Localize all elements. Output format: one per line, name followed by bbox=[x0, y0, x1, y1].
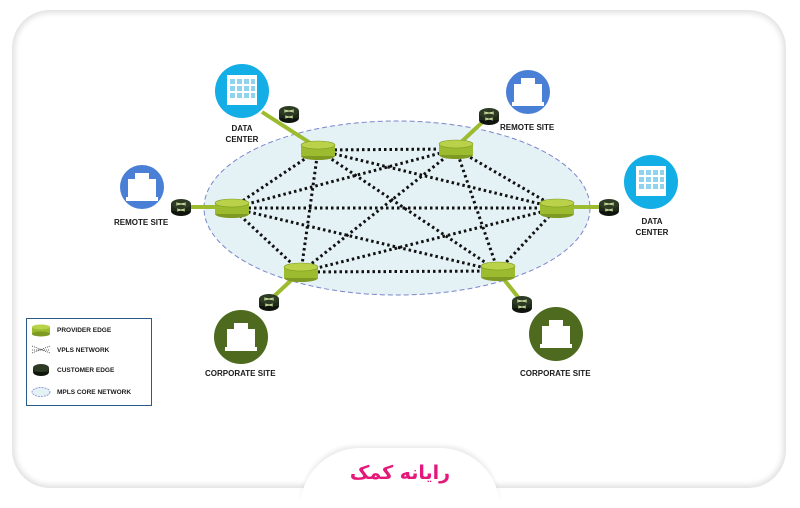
data-center-icon bbox=[624, 155, 678, 209]
customer-edge-icon bbox=[170, 198, 192, 217]
legend-label: VPLS NETWORK bbox=[57, 346, 110, 354]
customer-edge-icon bbox=[33, 364, 49, 376]
provider-edge bbox=[539, 198, 575, 219]
site-label: CORPORATE SITE bbox=[205, 369, 276, 378]
legend-label: PROVIDER EDGE bbox=[57, 326, 112, 334]
vpls-link bbox=[299, 149, 320, 273]
vpls-link bbox=[230, 206, 303, 274]
customer-edge-icon bbox=[258, 293, 280, 312]
corporate-site-icon bbox=[529, 307, 583, 361]
vpls-link bbox=[317, 147, 457, 152]
data-center-icon bbox=[215, 64, 269, 118]
legend: PROVIDER EDGE VPLS NETWORK CUSTOMER EDGE… bbox=[26, 318, 152, 406]
vpls-link bbox=[496, 206, 559, 273]
provider-edge bbox=[480, 261, 516, 282]
site-label-line: CENTER bbox=[635, 228, 669, 237]
site-label: DATA CENTER bbox=[632, 216, 672, 238]
site-label: DATA CENTER bbox=[222, 123, 262, 145]
vpls-link bbox=[317, 148, 558, 210]
site-label: CORPORATE SITE bbox=[520, 369, 591, 378]
provider-edge bbox=[438, 139, 474, 160]
customer-edge-icon bbox=[278, 105, 300, 124]
brand-logo: رایانه کمک bbox=[349, 462, 451, 484]
site-label: REMOTE SITE bbox=[500, 123, 555, 132]
provider-edge bbox=[214, 198, 250, 219]
customer-edge-icon bbox=[598, 198, 620, 217]
vpls-network-icon bbox=[31, 345, 51, 354]
customer-edge-icon bbox=[478, 107, 500, 126]
customer-edge-icon bbox=[511, 295, 533, 314]
vpls-mesh bbox=[230, 147, 559, 274]
vpls-link bbox=[231, 147, 457, 210]
legend-label: MPLS CORE NETWORK bbox=[57, 388, 132, 396]
legend-item: VPLS NETWORK bbox=[31, 343, 109, 357]
provider-edge bbox=[283, 262, 319, 283]
legend-item: PROVIDER EDGE bbox=[31, 323, 111, 337]
site-label-line: DATA bbox=[231, 124, 253, 133]
bottom-notch bbox=[300, 448, 500, 508]
provider-edge bbox=[300, 140, 336, 161]
site-label-line: CENTER bbox=[225, 135, 259, 144]
legend-label: CUSTOMER EDGE bbox=[57, 366, 115, 374]
remote-site-icon bbox=[120, 165, 164, 209]
remote-site-icon bbox=[506, 70, 550, 114]
site-label: REMOTE SITE bbox=[114, 218, 169, 227]
corporate-site-icon bbox=[214, 310, 268, 364]
mpls-core-icon bbox=[31, 387, 51, 397]
vpls-link bbox=[231, 206, 499, 273]
legend-item: MPLS CORE NETWORK bbox=[31, 385, 131, 399]
legend-item: CUSTOMER EDGE bbox=[31, 363, 114, 377]
vpls-link bbox=[231, 148, 319, 210]
provider-edge-icon bbox=[32, 324, 50, 337]
site-label-line: DATA bbox=[641, 217, 663, 226]
